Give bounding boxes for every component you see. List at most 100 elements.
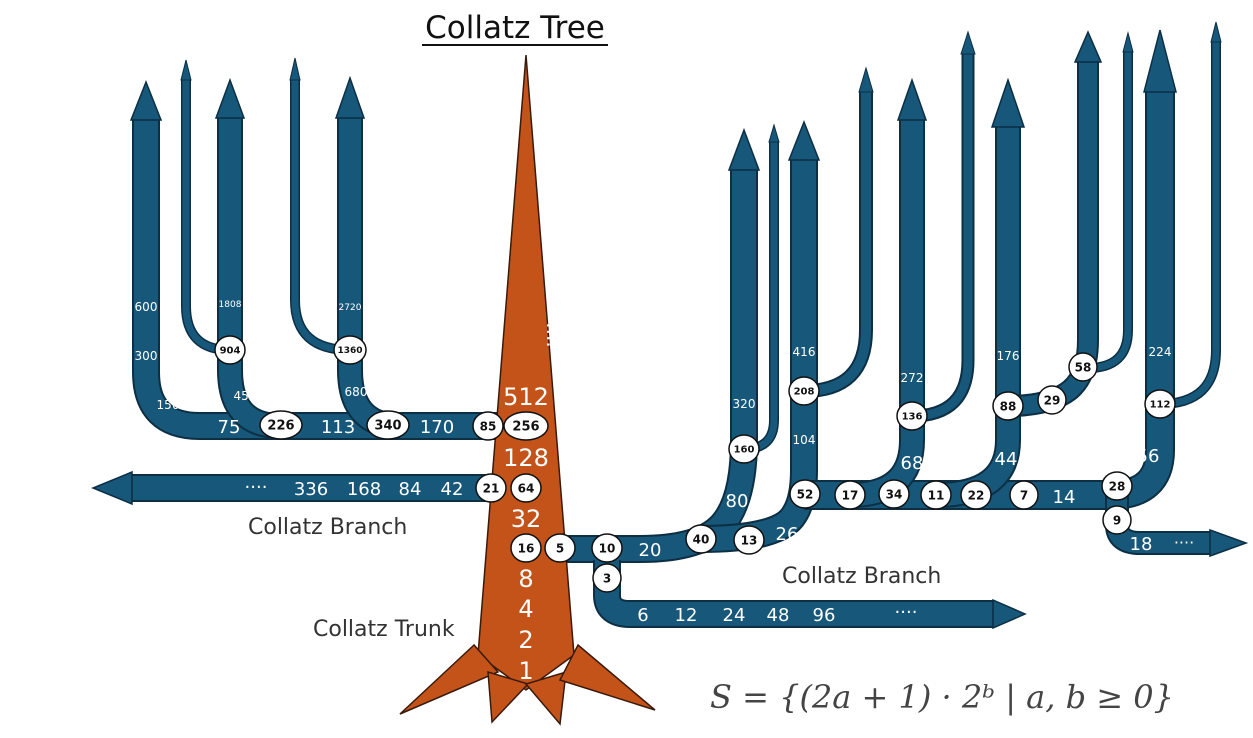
trunk-label-32: 32 xyxy=(511,505,542,533)
node-88: 88 xyxy=(992,391,1024,421)
dots-1808: ···· xyxy=(239,241,260,264)
label-170: 170 xyxy=(420,417,454,438)
node-7-circle xyxy=(1009,480,1039,510)
node-136-label: 136 xyxy=(902,412,923,423)
arrowhead-680 xyxy=(334,75,366,119)
trunk-labels: 512 128 32 8 4 2 1 xyxy=(503,383,549,685)
node-1360-circle xyxy=(333,335,367,365)
trunk-label-512: 512 xyxy=(503,383,549,411)
node-160-circle xyxy=(728,434,760,464)
trunk-body xyxy=(477,54,575,691)
trunk-root-left xyxy=(399,643,500,715)
dots-left-branch: ···· xyxy=(245,477,268,498)
node-112: 112 xyxy=(1144,389,1176,419)
node-11-label: 11 xyxy=(928,488,945,502)
label-26: 26 xyxy=(776,524,799,545)
node-5-circle xyxy=(544,533,576,563)
node-22-label: 22 xyxy=(968,488,985,502)
node-29-label: 29 xyxy=(1044,393,1061,407)
arrowhead-416 xyxy=(858,66,874,93)
trunk-label-8: 8 xyxy=(518,565,533,593)
node-88-circle xyxy=(992,391,1024,421)
node-7-label: 7 xyxy=(1020,488,1028,502)
branch-pipe-226-to-452-fill xyxy=(219,118,281,437)
node-17-label: 17 xyxy=(842,488,859,502)
node-40-circle xyxy=(685,524,717,554)
dots-272: ···· xyxy=(921,283,942,306)
label-113: 113 xyxy=(321,417,355,438)
arrowhead-600 xyxy=(129,79,163,121)
node-58-label: 58 xyxy=(1075,360,1092,374)
node-13-label: 13 xyxy=(741,533,758,547)
branch-pipe-5-to-80-fill xyxy=(560,170,756,561)
node-10: 10 xyxy=(591,533,623,563)
node-208: 208 xyxy=(788,376,820,406)
label-75: 75 xyxy=(218,417,241,438)
arrowhead-336 xyxy=(91,470,133,506)
node-3-circle xyxy=(592,563,622,593)
arrowhead-18 xyxy=(1209,528,1249,558)
caption-trunk: Collatz Trunk xyxy=(313,617,455,642)
node-226-label: 226 xyxy=(267,419,294,434)
node-7: 7 xyxy=(1009,480,1039,510)
node-3-label: 3 xyxy=(603,571,611,585)
trunk-label-128: 128 xyxy=(503,444,549,472)
label-20: 20 xyxy=(639,540,662,561)
continuation-dots: ···· ···· ···· ···· ···· ···· ···· ···· … xyxy=(154,227,1194,623)
node-9-label: 9 xyxy=(1113,513,1121,527)
dots-58: ···· xyxy=(1097,256,1118,279)
trunk-label-2: 2 xyxy=(518,626,533,654)
label-80: 80 xyxy=(726,491,749,512)
label-336: 336 xyxy=(294,479,328,500)
label-416: 416 xyxy=(793,345,816,359)
node-52: 52 xyxy=(789,479,821,509)
node-13-circle xyxy=(733,525,765,555)
node-904: 904 xyxy=(214,335,246,365)
node-88-label: 88 xyxy=(1000,399,1017,413)
dots-176: ···· xyxy=(1017,279,1038,302)
node-29-circle xyxy=(1037,385,1067,415)
trunk-node-16-circle xyxy=(510,533,542,563)
trunk-node-16: 16 xyxy=(510,533,542,563)
node-5-label: 5 xyxy=(556,541,564,555)
label-150: 150 xyxy=(157,398,180,412)
dots-416: ···· xyxy=(814,286,835,309)
dots-600: ···· xyxy=(154,227,175,250)
trunk-node-64-label: 64 xyxy=(518,481,535,495)
label-104: 104 xyxy=(793,433,816,447)
arrowhead-56 xyxy=(1143,29,1177,93)
label-96: 96 xyxy=(813,605,836,626)
label-224: 224 xyxy=(1149,345,1172,359)
node-22: 22 xyxy=(960,480,992,510)
node-112-label: 112 xyxy=(1150,400,1171,411)
label-12: 12 xyxy=(675,605,698,626)
node-17: 17 xyxy=(834,480,866,510)
node-10-label: 10 xyxy=(599,541,616,555)
diagram-title: Collatz Tree xyxy=(425,10,605,46)
node-160: 160 xyxy=(728,434,760,464)
arrowhead-224 xyxy=(1210,21,1222,43)
node-28-circle xyxy=(1101,471,1133,501)
label-6: 6 xyxy=(637,605,648,626)
node-40-label: 40 xyxy=(693,532,710,546)
label-44: 44 xyxy=(995,449,1018,470)
label-452: 452 xyxy=(234,389,257,403)
trunk-node-64: 64 xyxy=(510,473,542,503)
branch-pipe-52-to-28 xyxy=(804,90,1175,510)
arrowhead-452 xyxy=(214,77,246,119)
node-5: 5 xyxy=(544,533,576,563)
branch-pipe-22-to-44-fill xyxy=(935,125,1019,506)
node-40: 40 xyxy=(685,524,717,554)
set-formula: S = {(2a + 1) · 2ᵇ | a, b ≥ 0} xyxy=(710,678,1174,716)
collatz-trunk xyxy=(399,54,656,726)
arrowhead-320 xyxy=(768,123,780,143)
trunk-node-256-circle xyxy=(503,411,549,441)
arrowhead-116 xyxy=(1122,31,1134,53)
arrowhead-104 xyxy=(787,119,821,161)
label-320: 320 xyxy=(733,397,756,411)
node-21: 21 xyxy=(475,473,507,503)
node-136: 136 xyxy=(896,401,928,431)
dots-224: ···· xyxy=(1169,239,1190,262)
arrowhead-1808 xyxy=(180,59,192,81)
